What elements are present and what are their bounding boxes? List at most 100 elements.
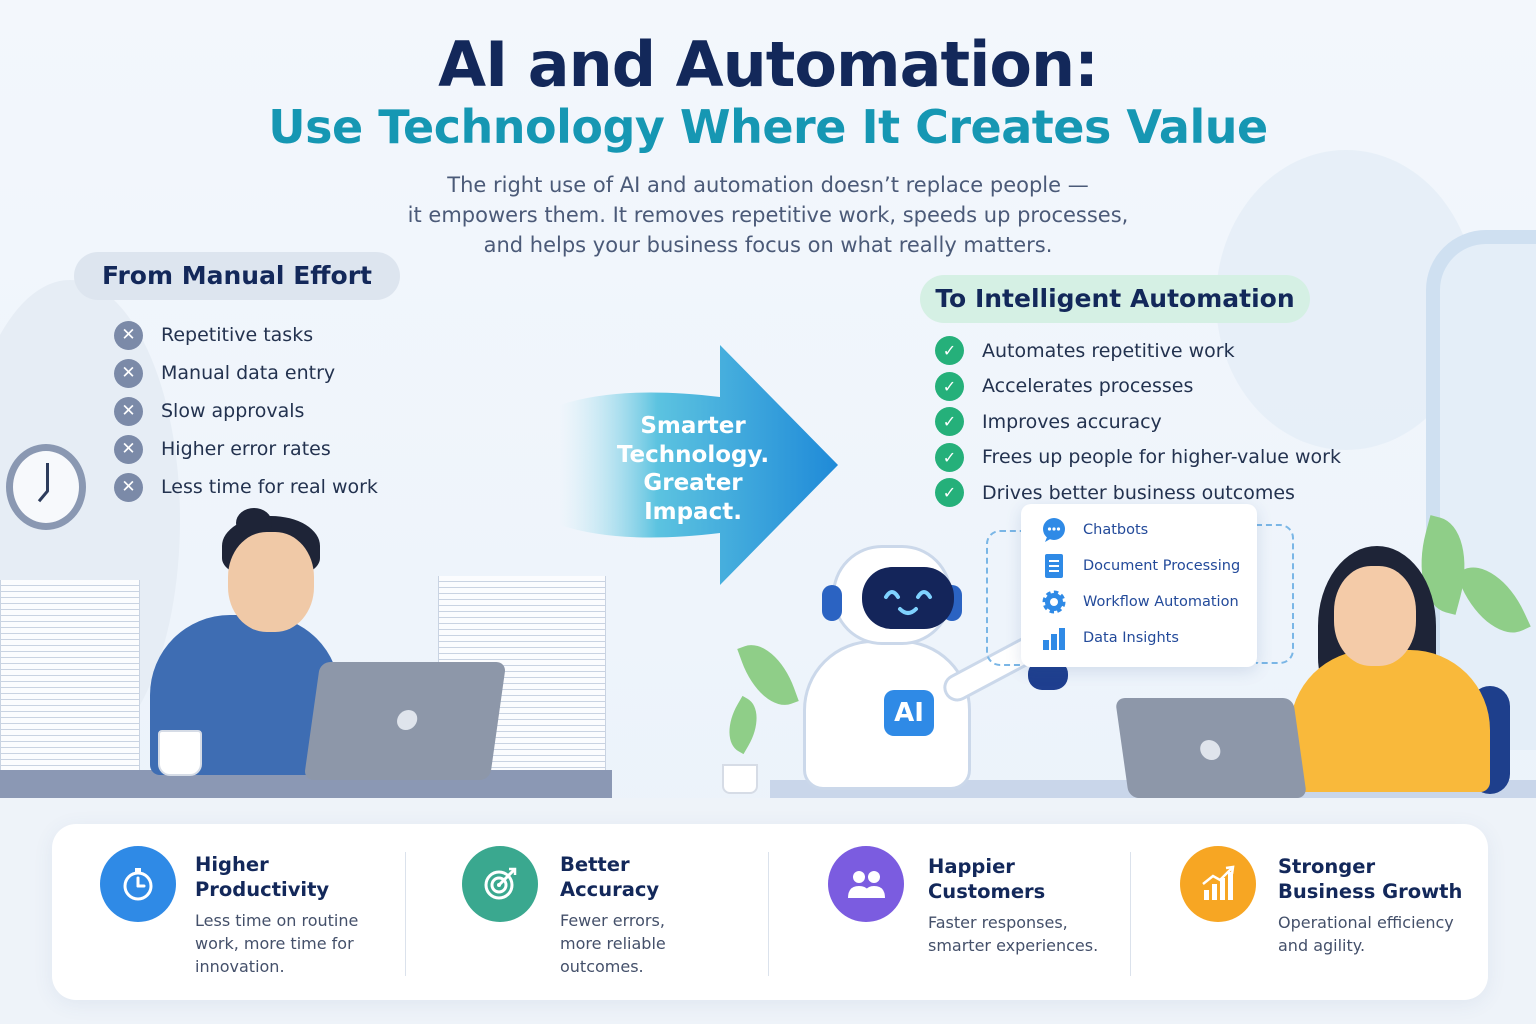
arrow-caption-line: Technology. (616, 441, 770, 468)
benefit-title-line: Productivity (195, 878, 330, 901)
list-item-label: Repetitive tasks (161, 324, 314, 346)
benefit-description: Fewer errors, more reliable outcomes. (560, 909, 666, 978)
list-item: ✕Higher error rates (114, 430, 378, 468)
benefit-title: Stronger Business Growth (1278, 854, 1462, 904)
list-item: ✓ Frees up people for higher-value work (935, 440, 1341, 476)
divider (768, 852, 769, 976)
page-title: AI and Automation: (438, 28, 1099, 101)
robot-ear (822, 585, 842, 621)
benefit-text-line: innovation. (195, 957, 285, 976)
transition-arrow-icon (560, 345, 838, 585)
list-item: ✕ Less time for real work (114, 468, 378, 506)
benefit-stronger-growth: Stronger Business Growth Operational eff… (1130, 824, 1488, 1000)
benefit-text-line: Faster responses, (928, 913, 1068, 932)
benefit-title-line: Better (560, 853, 630, 876)
benefit-text-line: Operational efficiency (1278, 913, 1454, 932)
chat-bubble-icon (1041, 517, 1067, 543)
capability-label: Data Insights (1083, 630, 1179, 646)
check-icon: ✓ (935, 336, 964, 366)
check-icon: ✓ (935, 442, 964, 472)
arrow-caption-line: Greater (643, 470, 743, 496)
intelligent-automation-heading: To Intelligent Automation (920, 275, 1310, 323)
worker-head (228, 532, 314, 632)
arrow-caption: Smarter Technology. Greater Impact. (598, 412, 788, 526)
benefit-title-line: Stronger (1278, 855, 1376, 878)
arrow-caption-line: Smarter (640, 413, 746, 439)
benefit-title-line: Business Growth (1278, 880, 1463, 903)
happy-worker-head (1334, 566, 1416, 666)
gear-icon (1041, 589, 1067, 615)
intro-line: The right use of AI and automation doesn… (447, 173, 1089, 197)
target-icon (462, 846, 538, 922)
intro-line: it empowers them. It removes repetitive … (407, 203, 1129, 227)
benefit-higher-productivity: Higher Productivity Less time on routine… (52, 824, 406, 1000)
benefit-description: Faster responses, smarter experiences. (928, 911, 1098, 957)
arrow-caption-line: Impact. (644, 498, 742, 525)
intro-text: The right use of AI and automation doesn… (368, 170, 1168, 260)
list-item: ✓Accelerates processes (935, 369, 1341, 405)
connector-line (986, 530, 1022, 666)
capability-item: Data Insights (1021, 620, 1257, 656)
coffee-mug-icon (158, 730, 202, 776)
list-item-label: Automates repetitive work (982, 339, 1235, 362)
benefits-panel: Higher Productivity Less time on routine… (52, 824, 1488, 1000)
plant-leaf-illustration (717, 695, 769, 755)
capability-label: Workflow Automation (1083, 594, 1239, 610)
list-item: ✓Drives better business outcomes (935, 475, 1341, 511)
intro-line: and helps your business focus on what re… (483, 233, 1053, 257)
cross-icon: ✕ (114, 358, 143, 388)
benefit-title-line: Customers (928, 880, 1046, 903)
list-item-label: Slow approvals (161, 400, 305, 422)
capability-item: Document Processing (1021, 548, 1257, 584)
benefit-text-line: outcomes. (560, 957, 644, 976)
list-item: ✓ Improves accuracy (935, 404, 1341, 440)
cross-icon: ✕ (114, 472, 143, 502)
check-icon: ✓ (935, 407, 964, 437)
robot-face (862, 567, 954, 629)
benefit-text-line: more reliable (560, 934, 666, 953)
capability-item: Chatbots (1021, 512, 1257, 548)
benefit-title-line: Higher (195, 853, 269, 876)
list-item: ✕ Repetitive tasks (114, 316, 378, 354)
benefit-text-line: Less time on routine (195, 911, 359, 930)
benefit-text-line: work, more time for (195, 934, 354, 953)
benefit-text-line: smarter experiences. (928, 936, 1099, 955)
benefit-description: Less time on routine work, more time for… (195, 909, 358, 978)
benefit-happier-customers: Happier Customers Faster responses, smar… (768, 824, 1130, 1000)
ai-capabilities-card: Chatbots Document Processing Workflow Au… (1021, 504, 1257, 667)
cross-icon: ✕ (114, 396, 143, 426)
capability-item: Workflow Automation (1021, 584, 1257, 620)
list-item: ✕ Slow approvals (114, 392, 378, 430)
document-icon (1041, 553, 1067, 579)
list-item: ✓ Automates repetitive work (935, 333, 1341, 369)
plant-pot-illustration (722, 764, 758, 794)
paper-stack-illustration (0, 580, 140, 770)
laptop-illustration (303, 662, 507, 780)
list-item-label: Less time for real work (161, 476, 378, 498)
page-subtitle: Use Technology Where It Creates Value (268, 100, 1268, 154)
list-item-label: Frees up people for higher-value work (982, 446, 1341, 469)
ai-badge: AI (884, 690, 934, 736)
growth-chart-icon (1180, 846, 1256, 922)
check-icon: ✓ (935, 478, 964, 508)
capability-label: Document Processing (1083, 558, 1241, 574)
manual-effort-list: ✕ Repetitive tasks ✕ Manual data entry ✕ Sl… (114, 316, 378, 506)
benefit-text-line: Fewer errors, (560, 911, 665, 930)
connector-line (1256, 524, 1294, 664)
benefit-title-line: Accuracy (560, 878, 660, 901)
cross-icon: ✕ (114, 320, 143, 350)
list-item: ✕ Manual data entry (114, 354, 378, 392)
cross-icon: ✕ (114, 434, 143, 464)
divider (405, 852, 406, 976)
benefit-title: Happier Customers (928, 854, 1045, 904)
users-icon (828, 846, 904, 922)
list-item-label: Improves accuracy (982, 410, 1162, 433)
divider (1130, 852, 1131, 976)
capability-label: Chatbots (1083, 522, 1149, 538)
list-item-label: Manual data entry (161, 362, 336, 384)
wall-clock-icon (6, 444, 86, 530)
happy-worker-illustration (1290, 650, 1490, 792)
benefit-title-line: Happier (928, 855, 1015, 878)
benefit-better-accuracy: Better Accuracy Fewer errors, more relia… (406, 824, 768, 1000)
benefit-text-line: and agility. (1278, 936, 1366, 955)
